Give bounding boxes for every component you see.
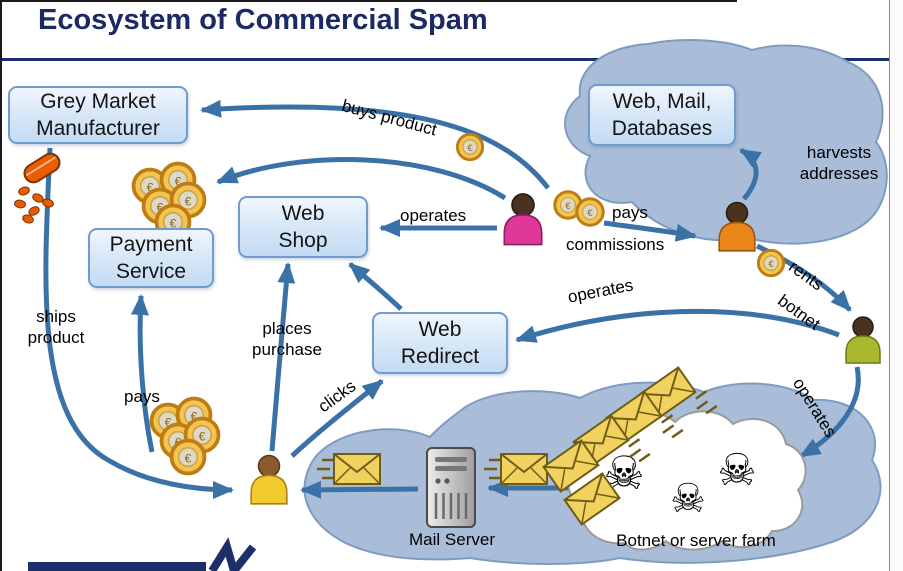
botmaster-person-icon [845,316,881,364]
skull-crossbones-icon: ☠ [670,476,706,522]
arrow-operates-web-redirect [515,308,840,343]
label-line: places [262,319,312,338]
euro-coin-icon [756,248,786,278]
box-line: Databases [611,117,713,140]
envelope-icon [333,453,381,485]
arrow-spammer-pays [216,157,507,201]
label-line: harvests [806,143,872,162]
label-line: addresses [799,164,879,183]
box-line: Web [281,202,325,225]
buyer-person-icon [250,454,288,505]
footer-bar [28,562,206,571]
box-grey-market-manufacturer: Grey Market Manufacturer [8,86,188,144]
page-right-margin [889,0,903,571]
arrow-pays-payment-service [130,294,155,453]
spammer-person-icon [503,193,543,246]
logo-mark [208,537,257,571]
label-commissions: commissions [566,235,665,254]
label-line: purchase [252,340,322,359]
arrow-buys-product [200,99,550,190]
box-line: Web, Mail, [612,90,712,113]
euro-coin-icon [455,132,485,162]
botnet-cloud-icon: ☠ ☠ ☠ [567,410,807,551]
euro-coin-icon [575,197,605,227]
box-payment-service: Payment Service [88,228,214,288]
skull-crossbones-icon: ☠ [717,445,756,496]
label-operates-web-shop: operates [400,206,467,225]
arrow-places-purchase [269,262,296,452]
box-line: Payment [109,233,193,256]
caption-mail-server: Mail Server [409,530,495,549]
label-places-purchase: places purchase [236,318,338,360]
euro-coin-icon [169,438,207,476]
arrow-redirect-to-shop [348,262,403,311]
box-web-mail-databases: Web, Mail, Databases [588,84,736,146]
arrow-ships-product [43,147,235,499]
arrow-clicks [290,379,384,458]
label-pays: pays [612,203,648,222]
label-harvests-addresses: harvests addresses [778,142,900,184]
box-line: Manufacturer [36,117,160,140]
label-line: ships [36,307,76,326]
box-line: Service [115,260,187,283]
box-web-redirect: Web Redirect [372,312,508,374]
page-left-edge [0,0,2,571]
arrow-mail-to-buyer [300,480,419,499]
arrow-harvests-addresses [739,147,762,201]
label-ships-product: ships product [10,306,102,348]
caption-botnet-farm: Botnet or server farm [616,531,776,550]
box-line: Web [418,318,462,341]
envelope-icon [500,453,548,485]
mail-server-icon [426,447,476,528]
page-title: Ecosystem of Commercial Spam [38,4,488,36]
arrow-pays-commissions [603,220,697,242]
box-line: Grey Market [40,90,156,113]
box-web-shop: Web Shop [238,196,368,258]
box-line: Shop [278,229,328,252]
title-rule [0,58,891,61]
harvester-person-icon [718,201,756,252]
pills-icon [14,152,61,224]
label-line: product [27,328,85,347]
arrow-operates-botnet [799,366,861,459]
box-line: Redirect [400,345,480,368]
page-top-edge [0,0,737,2]
label-pays-bottom: pays [124,387,160,406]
